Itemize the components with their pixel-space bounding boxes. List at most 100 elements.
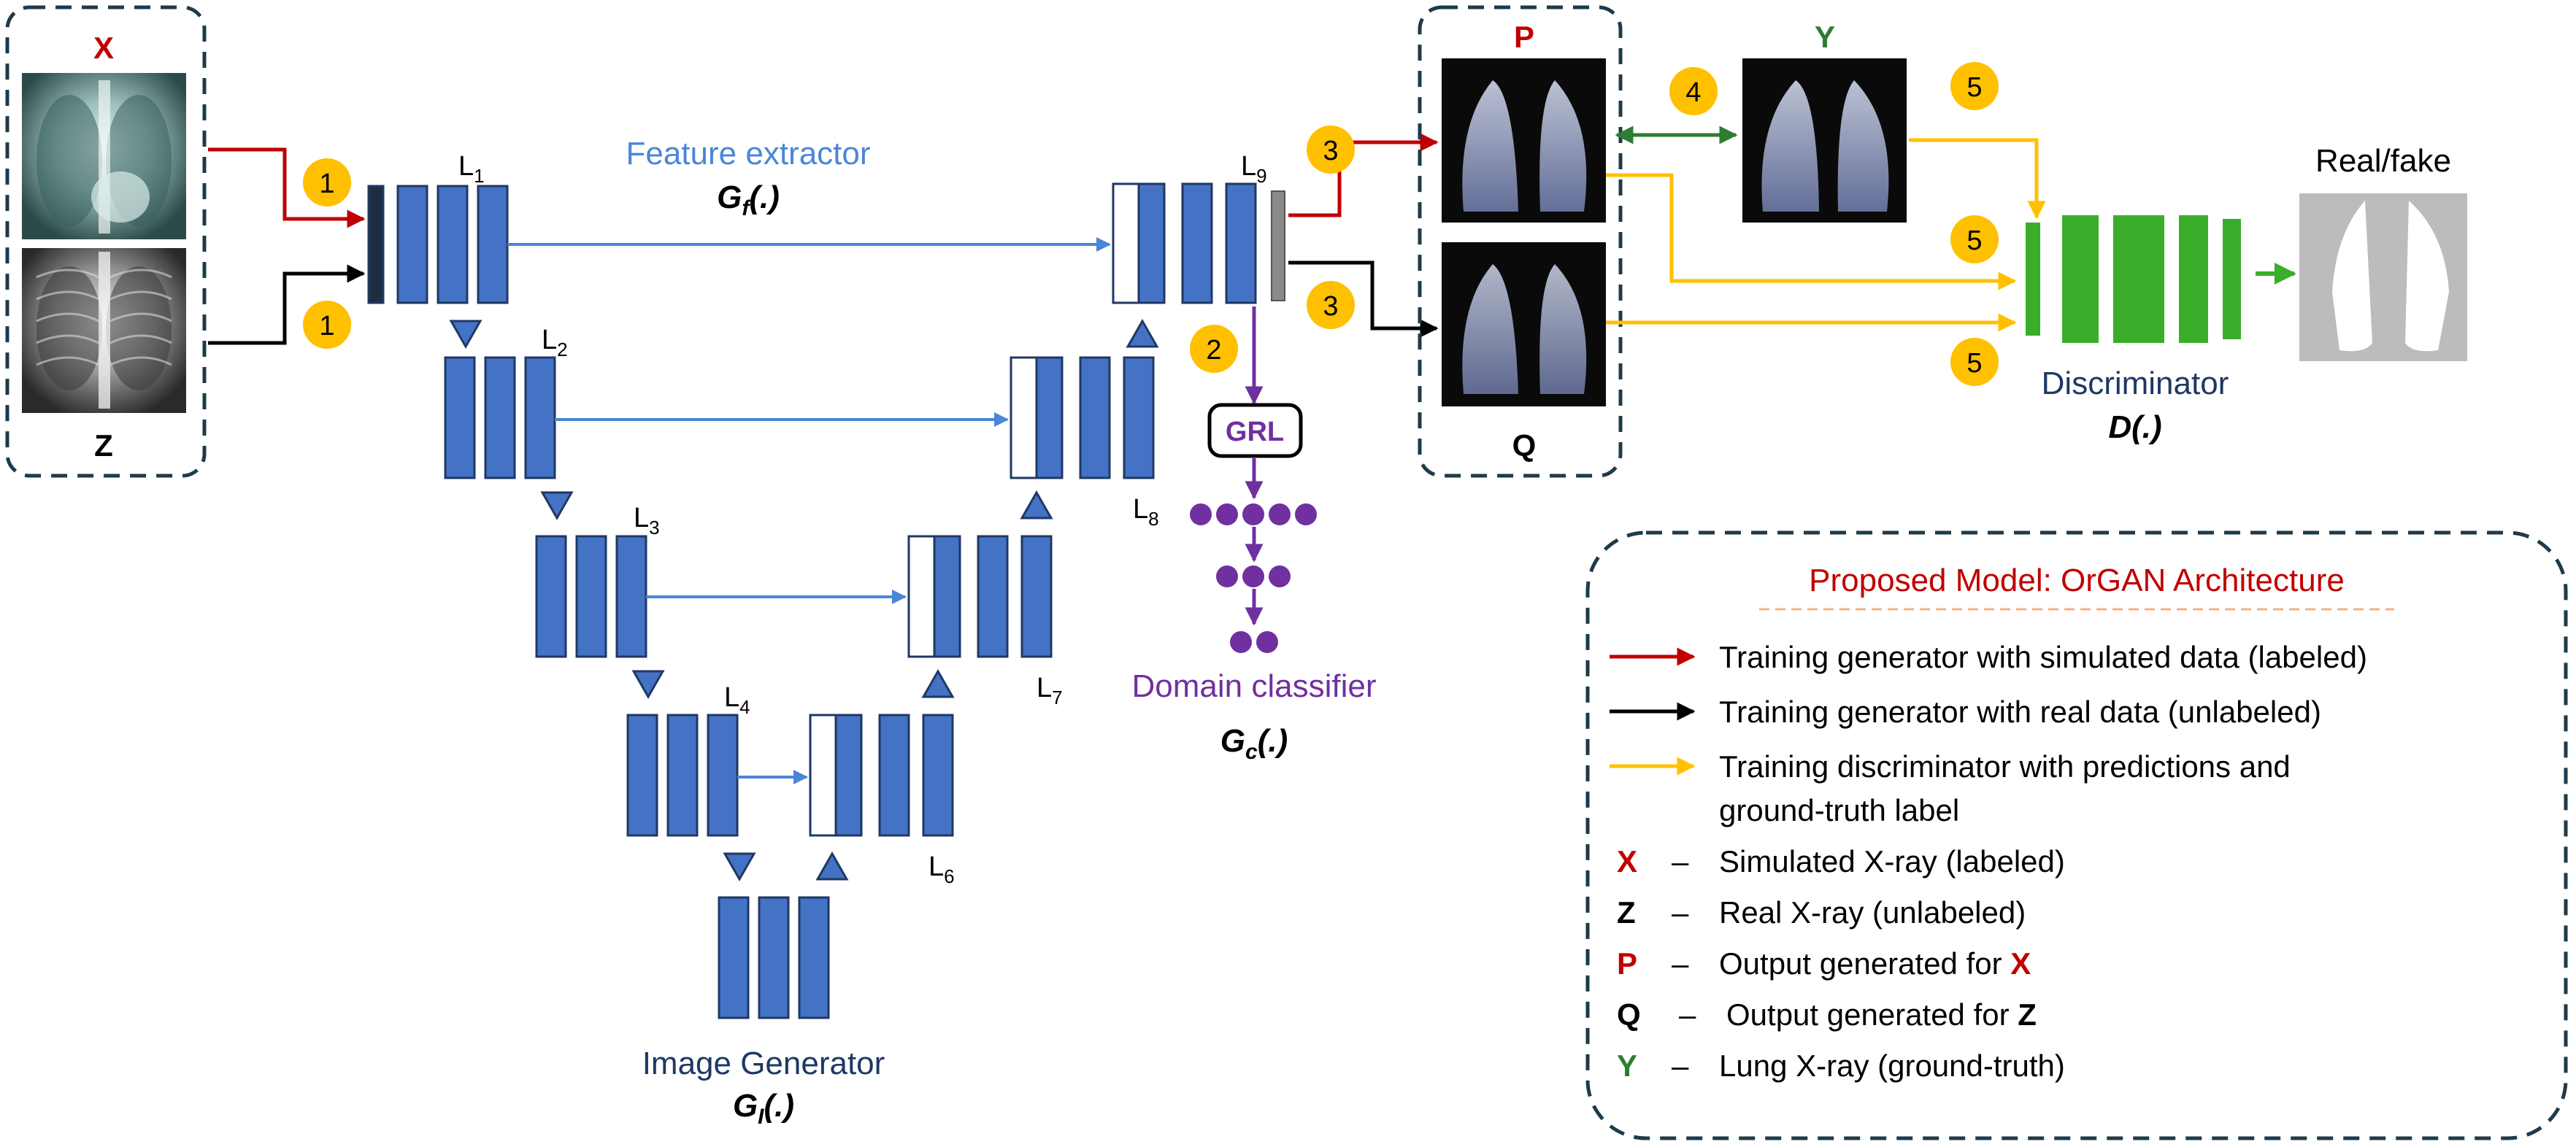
bottleneck-bar-2 bbox=[758, 896, 790, 1019]
legend: Proposed Model: OrGAN Architecture Train… bbox=[1585, 530, 2568, 1140]
svg-text:–: – bbox=[1672, 946, 1689, 981]
layer-l6-bar-3 bbox=[922, 714, 954, 837]
layer-l7-bar-1 bbox=[933, 535, 961, 658]
feature-extractor-title: Feature extractor bbox=[626, 136, 870, 171]
skip-connections bbox=[507, 237, 1111, 784]
label-q-output: Q bbox=[1512, 428, 1537, 463]
domain-classifier-function: Gc(.) bbox=[1220, 723, 1288, 764]
layer-l2-bar-3 bbox=[524, 356, 556, 479]
svg-text:4: 4 bbox=[1685, 77, 1701, 108]
svg-text:–: – bbox=[1679, 997, 1696, 1032]
legend-gold-text-line1: Training discriminator with predictions … bbox=[1719, 749, 2291, 784]
layer-l4-bar-2 bbox=[666, 714, 699, 837]
grl-label: GRL bbox=[1226, 417, 1284, 447]
svg-text:Output generated for X: Output generated for X bbox=[1719, 946, 2031, 981]
svg-text:5: 5 bbox=[1966, 72, 1982, 103]
output-q-image bbox=[1442, 242, 1606, 406]
up-triangle-1 bbox=[815, 851, 849, 881]
real-fake-title: Real/fake bbox=[2315, 143, 2451, 179]
svg-text:5: 5 bbox=[1966, 225, 1982, 256]
output-group: P Q bbox=[1418, 5, 1623, 478]
upsample-triangles bbox=[815, 318, 1159, 881]
discriminator-title: Discriminator bbox=[2042, 366, 2229, 401]
discriminator-function: D(.) bbox=[2108, 409, 2161, 445]
layer-l6-bar-1 bbox=[834, 714, 863, 837]
generator-unet bbox=[367, 182, 1285, 1019]
svg-text:X: X bbox=[1617, 844, 1637, 878]
layer-l9-bar-3 bbox=[1225, 182, 1257, 304]
layer-l9-bar-1 bbox=[1137, 182, 1166, 304]
layer-label-l7: L7 bbox=[1037, 673, 1063, 708]
legend-key-z: Z – Real X-ray (unlabeled) bbox=[1617, 895, 2026, 930]
discriminator-inputs bbox=[1606, 138, 2046, 332]
arrow-l9-to-p bbox=[1288, 133, 1439, 217]
step-badge-1a: 1 bbox=[303, 158, 351, 206]
layer-l3-bar-1 bbox=[535, 535, 567, 658]
svg-text:Real X-ray (unlabeled): Real X-ray (unlabeled) bbox=[1719, 895, 2026, 930]
step-badge-3b: 3 bbox=[1307, 281, 1355, 329]
bottleneck-bar-1 bbox=[718, 896, 750, 1019]
legend-key-y: Y – Lung X-ray (ground-truth) bbox=[1617, 1048, 2065, 1083]
step-badge-1b: 1 bbox=[303, 301, 351, 349]
step-badge-3a: 3 bbox=[1307, 125, 1355, 174]
step-badges: 1 1 2 3 3 4 5 5 bbox=[303, 62, 1999, 386]
svg-text:Lung X-ray (ground-truth): Lung X-ray (ground-truth) bbox=[1719, 1048, 2065, 1083]
layer-l4-bar-3 bbox=[707, 714, 739, 837]
grl-box bbox=[1207, 403, 1303, 458]
input-channel-bar bbox=[367, 185, 385, 304]
output-p-image bbox=[1442, 58, 1606, 223]
legend-title: Proposed Model: OrGAN Architecture bbox=[1809, 563, 2345, 598]
output-channel-bar bbox=[1271, 190, 1285, 301]
svg-text:3: 3 bbox=[1323, 291, 1338, 322]
discriminator-bar-2 bbox=[2062, 215, 2099, 343]
legend-key-q: Q – Output generated for Z bbox=[1617, 997, 2037, 1032]
layer-label-l4: L4 bbox=[724, 682, 750, 718]
layer-l3-bar-3 bbox=[615, 535, 647, 658]
svg-text:5: 5 bbox=[1966, 348, 1982, 379]
down-triangle-1 bbox=[449, 320, 482, 349]
layer-l6-skip-bar bbox=[809, 714, 837, 837]
svg-text:Simulated X-ray (labeled): Simulated X-ray (labeled) bbox=[1719, 844, 2065, 878]
layer-l3-bar-2 bbox=[575, 535, 607, 658]
arrow-y-to-discriminator bbox=[1909, 138, 2046, 220]
svg-text:Output generated for Z: Output generated for Z bbox=[1726, 997, 2037, 1032]
image-generator-title: Image Generator bbox=[642, 1046, 885, 1081]
svg-text:1: 1 bbox=[319, 169, 334, 199]
up-triangle-4 bbox=[1126, 318, 1159, 348]
svg-text:Y: Y bbox=[1617, 1048, 1637, 1083]
discriminator-bar-1 bbox=[2026, 223, 2040, 336]
ground-truth-y-image bbox=[1742, 58, 1907, 223]
layer-l7-skip-bar bbox=[907, 535, 936, 658]
legend-black-text: Training generator with real data (unlab… bbox=[1719, 695, 2321, 729]
fc-layer-2 bbox=[1216, 565, 1291, 587]
real-xray-image bbox=[22, 248, 186, 413]
legend-red-text: Training generator with simulated data (… bbox=[1719, 640, 2367, 674]
layer-l9-skip-bar bbox=[1112, 182, 1140, 304]
legend-gold-text-line2: ground-truth label bbox=[1719, 793, 1959, 827]
layer-l9-bar-2 bbox=[1181, 182, 1213, 304]
layer-l2-bar-2 bbox=[484, 356, 516, 479]
layer-label-l8: L8 bbox=[1133, 494, 1159, 530]
feature-extractor-function: Gf(.) bbox=[717, 179, 780, 220]
layer-l6-bar-2 bbox=[878, 714, 910, 837]
output-dashed-box bbox=[1418, 5, 1623, 478]
input-dashed-box bbox=[5, 5, 207, 478]
layer-l4-bar-1 bbox=[626, 714, 658, 837]
step-badge-5c: 5 bbox=[1950, 338, 1999, 386]
layer-l8-bar-3 bbox=[1123, 356, 1155, 479]
fc-layer-1 bbox=[1190, 503, 1317, 525]
step-badge-2: 2 bbox=[1190, 325, 1238, 373]
down-triangle-3 bbox=[631, 670, 665, 700]
svg-text:3: 3 bbox=[1323, 136, 1338, 166]
layer-l1-bar-2 bbox=[437, 185, 469, 304]
label-x-input: X bbox=[93, 31, 114, 65]
layer-label-l6: L6 bbox=[928, 851, 955, 887]
layer-label-l2: L2 bbox=[542, 325, 568, 360]
layer-l7-bar-3 bbox=[1020, 535, 1053, 658]
layer-l7-bar-2 bbox=[977, 535, 1009, 658]
svg-text:P: P bbox=[1617, 946, 1637, 981]
legend-dashed-box bbox=[1585, 530, 2568, 1140]
down-triangle-2 bbox=[540, 491, 574, 521]
label-p-output: P bbox=[1514, 20, 1534, 54]
simulated-xray-image bbox=[22, 73, 186, 239]
